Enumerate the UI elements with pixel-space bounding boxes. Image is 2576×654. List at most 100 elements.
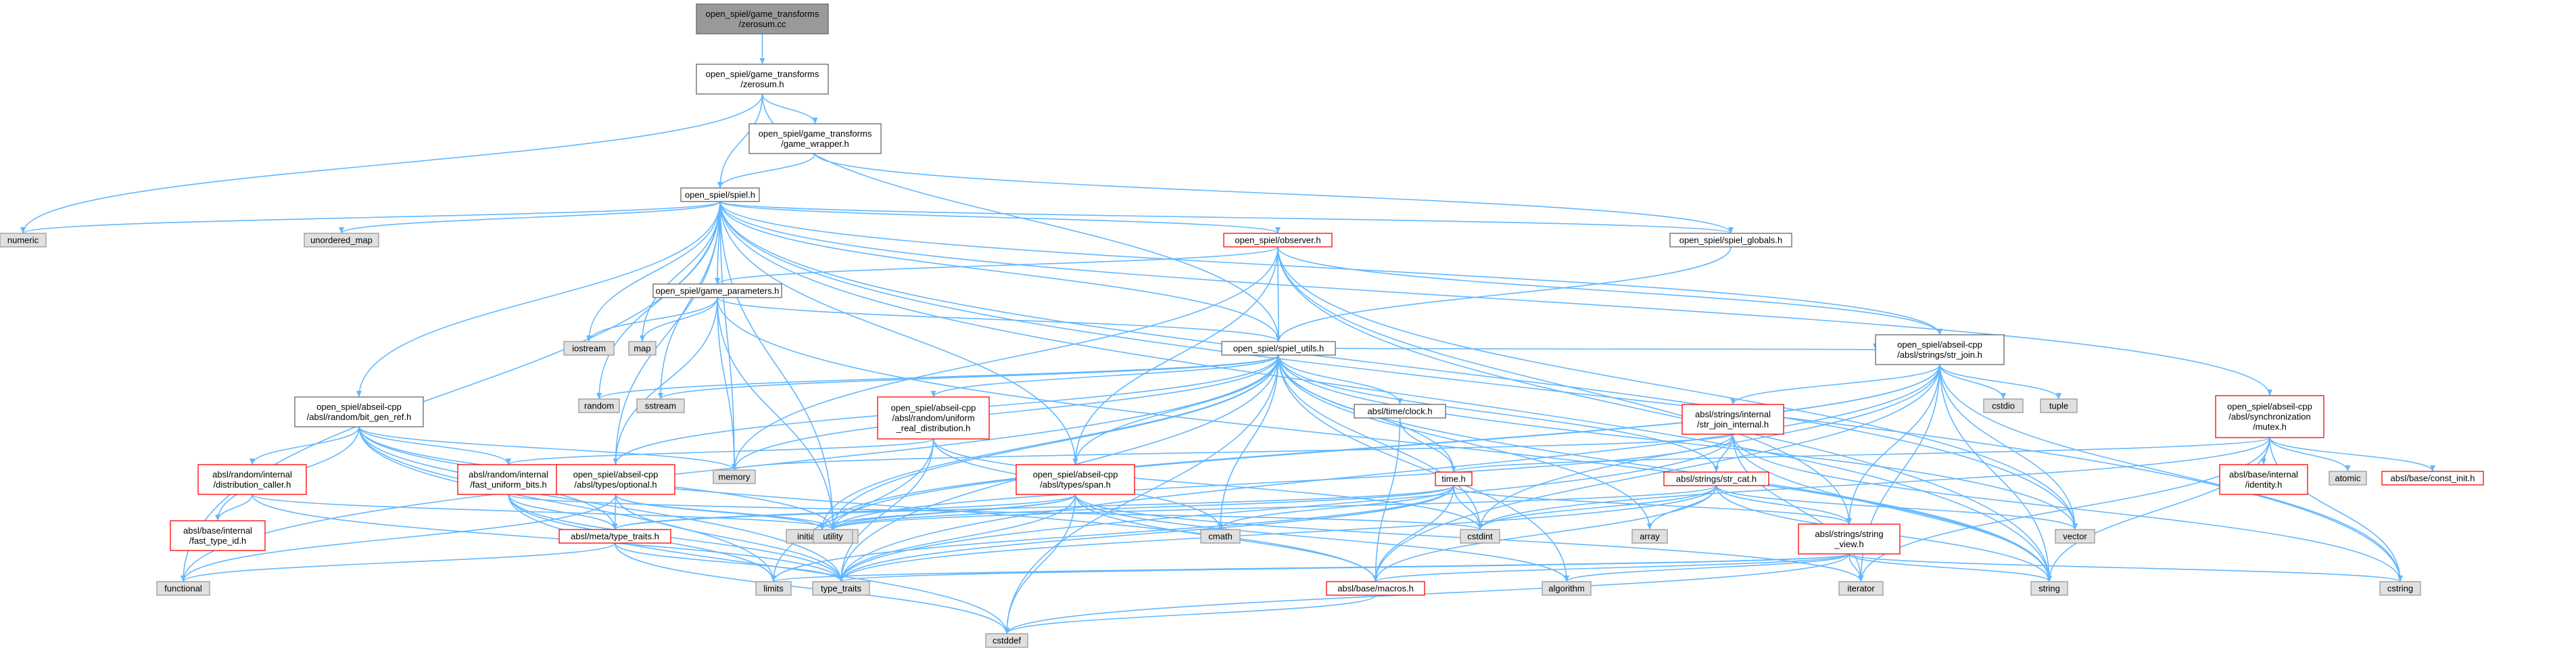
edge-arrowhead bbox=[715, 278, 720, 284]
node-observer-h[interactable]: open_spiel/observer.h bbox=[1223, 233, 1333, 248]
node-macros-h[interactable]: absl/base/macros.h bbox=[1326, 581, 1425, 596]
edge-line bbox=[217, 494, 253, 521]
edge-string_view_h-to-macros_h bbox=[1373, 553, 1850, 582]
edge-str_cat_h-to-cstdint bbox=[1477, 485, 1717, 530]
node-zerosum-cc[interactable]: open_spiel/game_transforms/zerosum.cc bbox=[696, 3, 829, 34]
edge-arrowhead bbox=[1218, 523, 1223, 530]
node-type-traits: type_traits bbox=[812, 581, 870, 596]
node-box bbox=[556, 464, 675, 495]
edge-line bbox=[832, 494, 1076, 530]
node-str-join-h[interactable]: open_spiel/abseil-cpp/absl/strings/str_j… bbox=[1875, 334, 2005, 365]
node-bit-gen-ref-h[interactable]: open_spiel/abseil-cpp/absl/random/bit_ge… bbox=[294, 396, 424, 427]
node-label-line: /absl/synchronization bbox=[2228, 412, 2310, 422]
node-str-cat-h[interactable]: absl/strings/str_cat.h bbox=[1663, 471, 1769, 486]
node-time-h[interactable]: time.h bbox=[1435, 471, 1473, 486]
edge-line bbox=[252, 426, 360, 465]
edge-line bbox=[717, 297, 834, 530]
node-random: random bbox=[578, 398, 620, 413]
edge-arrowhead bbox=[1451, 466, 1456, 472]
node-distribution-caller-h[interactable]: absl/random/internal/distribution_caller… bbox=[197, 464, 307, 495]
edge-line bbox=[1278, 354, 1481, 530]
node-box bbox=[1200, 529, 1241, 544]
node-box bbox=[696, 64, 829, 95]
edge-line bbox=[2269, 437, 2433, 472]
node-str-join-internal-h[interactable]: absl/strings/internal/str_join_internal.… bbox=[1681, 404, 1784, 435]
node-box bbox=[2040, 398, 2078, 413]
node-clock-h[interactable]: absl/time/clock.h bbox=[1354, 404, 1446, 419]
node-mutex-h[interactable]: open_spiel/abseil-cpp/absl/synchronizati… bbox=[2215, 395, 2324, 438]
edge-arrowhead bbox=[812, 118, 818, 124]
node-label-line: limits bbox=[763, 584, 784, 594]
edge-mutex_h-to-cstring bbox=[2269, 437, 2403, 582]
edge-arrowhead bbox=[1275, 227, 1281, 233]
node-game-parameters-h[interactable]: open_spiel/game_parameters.h bbox=[652, 283, 782, 298]
edge-line bbox=[821, 364, 1940, 530]
node-limits: limits bbox=[755, 581, 792, 596]
edge-line bbox=[642, 201, 721, 342]
edge-line bbox=[660, 354, 1279, 400]
edge-arrowhead bbox=[2072, 523, 2078, 530]
edge-line bbox=[1335, 348, 1876, 350]
node-label-line: /absl/random/uniform bbox=[892, 413, 974, 423]
edge-str_join_h-to-type_traits bbox=[838, 364, 1940, 582]
node-label-line: /game_wrapper.h bbox=[781, 139, 849, 149]
edge-line bbox=[719, 201, 1732, 234]
node-cmath: cmath bbox=[1200, 529, 1241, 544]
node-box bbox=[1460, 529, 1500, 544]
edge-spiel_h-to-observer_h bbox=[719, 201, 1281, 234]
edge-line bbox=[1715, 485, 2076, 530]
edge-arrowhead bbox=[838, 576, 844, 582]
edge-spiel_h-to-spiel_globals_h bbox=[719, 201, 1734, 234]
edge-arrowhead bbox=[506, 459, 511, 465]
node-box bbox=[748, 123, 882, 154]
node-spiel-globals-h[interactable]: open_spiel/spiel_globals.h bbox=[1669, 233, 1792, 248]
edge-line bbox=[22, 93, 763, 234]
edge-line bbox=[832, 485, 1717, 530]
node-game-wrapper-h[interactable]: open_spiel/game_transforms/game_wrapper.… bbox=[748, 123, 882, 154]
edge-line bbox=[1939, 364, 2004, 400]
edge-bit_gen_ref_h-to-memory bbox=[358, 426, 737, 471]
node-label-line: absl/strings/internal bbox=[1695, 409, 1771, 419]
edge-spiel_utils_h-to-utility bbox=[830, 354, 1279, 530]
node-fast-type-id-h[interactable]: absl/base/internal/fast_type_id.h bbox=[170, 520, 266, 551]
node-box bbox=[1435, 471, 1473, 486]
edge-line bbox=[717, 297, 2050, 582]
edge-line bbox=[1006, 553, 1850, 634]
node-span-h[interactable]: open_spiel/abseil-cpp/absl/types/span.h bbox=[1016, 464, 1135, 495]
node-box bbox=[1669, 233, 1792, 248]
edge-line bbox=[1375, 485, 1717, 582]
node-label-line: tuple bbox=[2049, 401, 2068, 411]
edge-arrowhead bbox=[1730, 398, 1736, 404]
edge-arrowhead bbox=[612, 523, 618, 530]
node-identity-h[interactable]: absl/base/internal/identity.h bbox=[2219, 464, 2308, 495]
node-spiel-utils-h[interactable]: open_spiel/spiel_utils.h bbox=[1221, 341, 1336, 356]
node-algorithm: algorithm bbox=[1542, 581, 1592, 596]
edge-line bbox=[22, 201, 721, 234]
node-label-line: /zerosum.h bbox=[740, 79, 784, 89]
node-box bbox=[294, 396, 424, 427]
node-label-line: _view.h bbox=[1834, 539, 1863, 549]
node-zerosum-h[interactable]: open_spiel/game_transforms/zerosum.h bbox=[696, 64, 829, 95]
edge-line bbox=[615, 201, 721, 465]
node-string-view-h[interactable]: absl/strings/string_view.h bbox=[1798, 523, 1901, 555]
node-unordered-map: unordered_map bbox=[304, 233, 379, 248]
node-spiel-h[interactable]: open_spiel/spiel.h bbox=[680, 187, 760, 202]
edge-line bbox=[1278, 354, 1567, 582]
edge-type_traits_h-to-type_traits bbox=[614, 542, 844, 582]
node-type-traits-h[interactable]: absl/meta/type_traits.h bbox=[558, 529, 671, 544]
edge-line bbox=[1453, 485, 1481, 530]
node-const-init-h[interactable]: absl/base/const_init.h bbox=[2381, 471, 2484, 486]
node-box bbox=[812, 581, 870, 596]
edge-line bbox=[183, 494, 617, 582]
node-uniform-real-h[interactable]: open_spiel/abseil-cpp/absl/random/unifor… bbox=[877, 396, 990, 440]
edge-string_view_h-to-iterator bbox=[1848, 553, 1864, 582]
node-optional-h[interactable]: open_spiel/abseil-cpp/absl/types/optiona… bbox=[556, 464, 675, 495]
edge-str_cat_h-to-string_view_h bbox=[1715, 485, 1852, 525]
node-fast-uniform-bits-h[interactable]: absl/random/internal/fast_uniform_bits.h bbox=[457, 464, 560, 495]
node-label-line: numeric bbox=[7, 235, 39, 246]
node-label-line: /absl/types/span.h bbox=[1040, 480, 1111, 490]
edge-line bbox=[358, 426, 509, 465]
edge-str_join_internal_h-to-utility bbox=[830, 434, 1734, 530]
edge-type_traits_h-to-functional bbox=[181, 542, 616, 582]
edge-line bbox=[1375, 485, 1454, 582]
